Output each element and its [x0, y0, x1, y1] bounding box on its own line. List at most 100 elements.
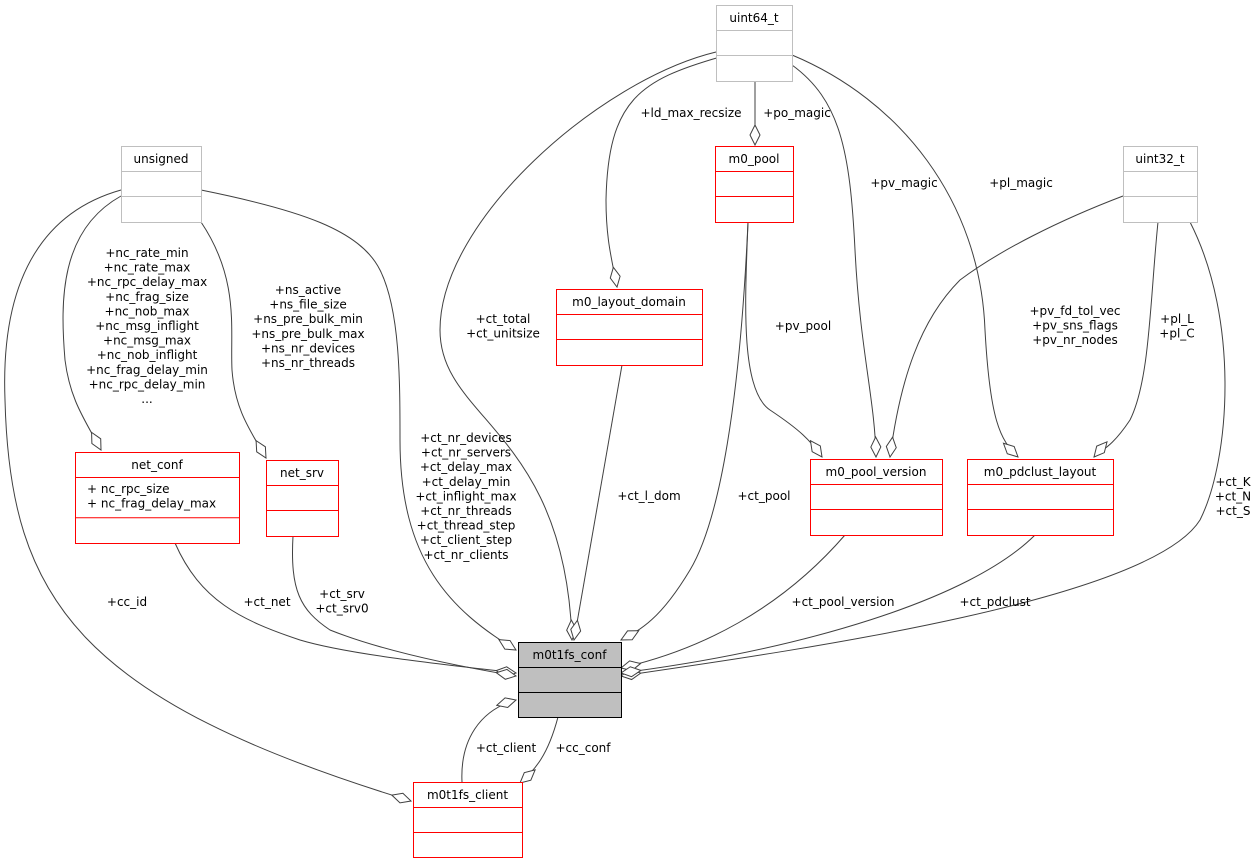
edge-label-line: +pv_magic — [870, 176, 937, 190]
class-node-uint32_t[interactable]: uint32_t — [1123, 146, 1198, 223]
edge-label-net_conf-to-m0t1fs_conf: +ct_net — [243, 595, 290, 609]
edge-unsigned-to-net_conf — [62, 195, 122, 450]
edge-label-line: +ct_client — [476, 741, 537, 755]
edge-uint64_t-to-m0t1fs_conf — [439, 51, 717, 640]
class-box — [121, 146, 202, 223]
edge-label-line: +ct_pool_version — [792, 595, 895, 609]
class-node-m0t1fs_conf[interactable]: m0t1fs_conf — [518, 642, 622, 718]
edge-label-line: +nc_rate_max — [104, 261, 191, 275]
edge-label-line: +ns_nr_threads — [261, 356, 355, 370]
class-node-m0_pool[interactable]: m0_pool — [715, 146, 794, 223]
edge-label-unsigned-to-m0t1fs_conf: +ct_nr_devices+ct_nr_servers+ct_delay_ma… — [415, 431, 516, 562]
class-title: unsigned — [133, 152, 188, 166]
edge-uint32_t-to-m0t1fs_conf — [621, 221, 1226, 676]
edge-label-m0_pdclust_layout-to-m0t1fs_conf: +ct_pdclust — [959, 595, 1030, 609]
edge-m0_pdclust_layout-to-m0t1fs_conf — [621, 534, 1036, 673]
edge-label-line: ... — [141, 392, 152, 406]
class-node-uint64_t[interactable]: uint64_t — [716, 5, 793, 82]
edge-label-line: +cc_id — [107, 595, 147, 609]
edge-label-line: +ct_unitsize — [466, 327, 540, 341]
edge-uint32_t-to-m0_pdclust_layout — [1094, 221, 1159, 457]
class-node-m0_layout_domain[interactable]: m0_layout_domain — [556, 289, 703, 366]
class-node-m0_pool_version[interactable]: m0_pool_version — [810, 459, 943, 536]
edge-uint64_t-to-m0_pool_version — [791, 64, 876, 457]
edge-m0_pool-to-m0t1fs_conf — [621, 221, 749, 640]
edge-label-m0t1fs_conf-to-m0t1fs_client: +cc_conf — [555, 741, 611, 755]
class-box — [75, 452, 240, 544]
edge-label-line: +nc_frag_delay_min — [86, 363, 208, 377]
edge-m0_layout_domain-to-m0t1fs_conf — [574, 364, 623, 640]
class-title: m0_pool_version — [826, 465, 927, 479]
edge-label-line: +ct_nr_servers — [421, 446, 511, 460]
edge-label-line: +ct_K — [1215, 475, 1251, 489]
class-box — [810, 459, 943, 536]
class-box — [715, 146, 794, 223]
edge-label-line: +nc_msg_inflight — [95, 319, 199, 333]
edge-label-line: +ct_thread_step — [417, 519, 516, 533]
edge-label-line: +ct_srv0 — [315, 602, 368, 616]
edge-label-line: +ct_pdclust — [959, 595, 1030, 609]
edge-label-line: +pv_pool — [775, 319, 831, 333]
edge-label-uint64_t-to-m0_pdclust_layout: +pl_magic — [989, 176, 1053, 190]
edge-label-line: +pv_fd_tol_vec — [1029, 304, 1120, 318]
edge-unsigned-to-m0t1fs_client — [4, 189, 411, 801]
class-box — [518, 642, 622, 718]
edge-label-uint32_t-to-m0_pdclust_layout: +pl_L+pl_C — [1159, 312, 1194, 341]
edge-label-m0_pool_version-to-m0t1fs_conf: +ct_pool_version — [792, 595, 895, 609]
class-title: m0t1fs_client — [427, 788, 508, 802]
class-node-net_srv[interactable]: net_srv — [266, 460, 339, 537]
class-box — [556, 289, 703, 366]
edge-label-line: +ct_delay_max — [420, 460, 512, 474]
class-title: uint64_t — [729, 11, 779, 25]
edge-uint32_t-to-m0_pool_version — [890, 195, 1124, 457]
class-title: uint32_t — [1135, 152, 1185, 166]
edge-label-unsigned-to-net_srv: +ns_active+ns_file_size+ns_pre_bulk_min+… — [251, 283, 364, 370]
class-attribute: + nc_rpc_size — [87, 482, 170, 496]
edge-m0_pool_version-to-m0t1fs_conf — [621, 534, 846, 668]
class-node-net_conf[interactable]: net_conf+ nc_rpc_size+ nc_frag_delay_max — [75, 452, 240, 544]
edge-label-line: +ct_S — [1216, 504, 1251, 518]
edge-uint64_t-to-m0_pdclust_layout — [791, 54, 1018, 457]
edge-m0t1fs_conf-to-m0t1fs_client — [520, 716, 559, 783]
edge-label-uint64_t-to-m0_layout_domain: +ld_max_recsize — [640, 106, 741, 120]
edge-uint64_t-to-m0_layout_domain — [605, 56, 721, 287]
class-title: m0_pool — [729, 152, 780, 166]
edge-label-line: +nc_nob_inflight — [97, 348, 198, 362]
class-title: m0t1fs_conf — [533, 648, 608, 662]
edge-label-line: +po_magic — [763, 106, 831, 120]
edge-label-line: +ns_pre_bulk_min — [253, 312, 363, 326]
edge-label-line: +ct_nr_threads — [420, 504, 511, 518]
edge-unsigned-to-m0t1fs_conf — [200, 189, 516, 650]
edge-label-line: +nc_nob_max — [105, 304, 190, 318]
edge-label-line: +ns_file_size — [269, 298, 346, 312]
edge-label-line: +pl_C — [1159, 327, 1194, 341]
class-title: net_srv — [280, 466, 324, 480]
edge-unsigned-to-net_srv — [200, 221, 266, 458]
edge-label-line: +ld_max_recsize — [640, 106, 741, 120]
edge-label-line: +ct_net — [243, 595, 290, 609]
edge-label-uint64_t-to-m0t1fs_conf: +ct_total+ct_unitsize — [466, 312, 540, 341]
class-title: m0_pdclust_layout — [984, 465, 1097, 479]
edge-label-unsigned-to-net_conf: +nc_rate_min+nc_rate_max+nc_rpc_delay_ma… — [86, 246, 208, 406]
edge-label-uint64_t-to-m0_pool_version: +pv_magic — [870, 176, 937, 190]
class-node-unsigned[interactable]: unsigned — [121, 146, 202, 223]
edge-label-uint32_t-to-m0_pool_version: +pv_fd_tol_vec+pv_sns_flags+pv_nr_nodes — [1029, 304, 1120, 347]
class-title: net_conf — [131, 458, 183, 472]
edge-label-line: +ns_nr_devices — [261, 341, 355, 355]
edge-m0t1fs_client-to-m0t1fs_conf — [461, 700, 516, 783]
class-box — [413, 782, 523, 858]
edge-label-line: +ct_nr_devices — [420, 431, 512, 445]
edge-label-m0_pool-to-m0t1fs_conf: +ct_pool — [738, 489, 791, 503]
edge-label-line: +ct_pool — [738, 489, 791, 503]
class-box — [967, 459, 1114, 536]
edge-label-line: +ct_delay_min — [422, 475, 511, 489]
class-box — [1123, 146, 1198, 223]
class-node-m0_pdclust_layout[interactable]: m0_pdclust_layout — [967, 459, 1114, 536]
edge-label-m0t1fs_client-to-m0t1fs_conf: +ct_client — [476, 741, 537, 755]
edge-label-line: +nc_frag_size — [105, 290, 189, 304]
edge-label-line: +ct_N — [1215, 490, 1251, 504]
edge-label-line: +nc_rate_min — [105, 246, 188, 260]
class-box — [716, 5, 793, 82]
class-node-m0t1fs_client[interactable]: m0t1fs_client — [413, 782, 523, 858]
